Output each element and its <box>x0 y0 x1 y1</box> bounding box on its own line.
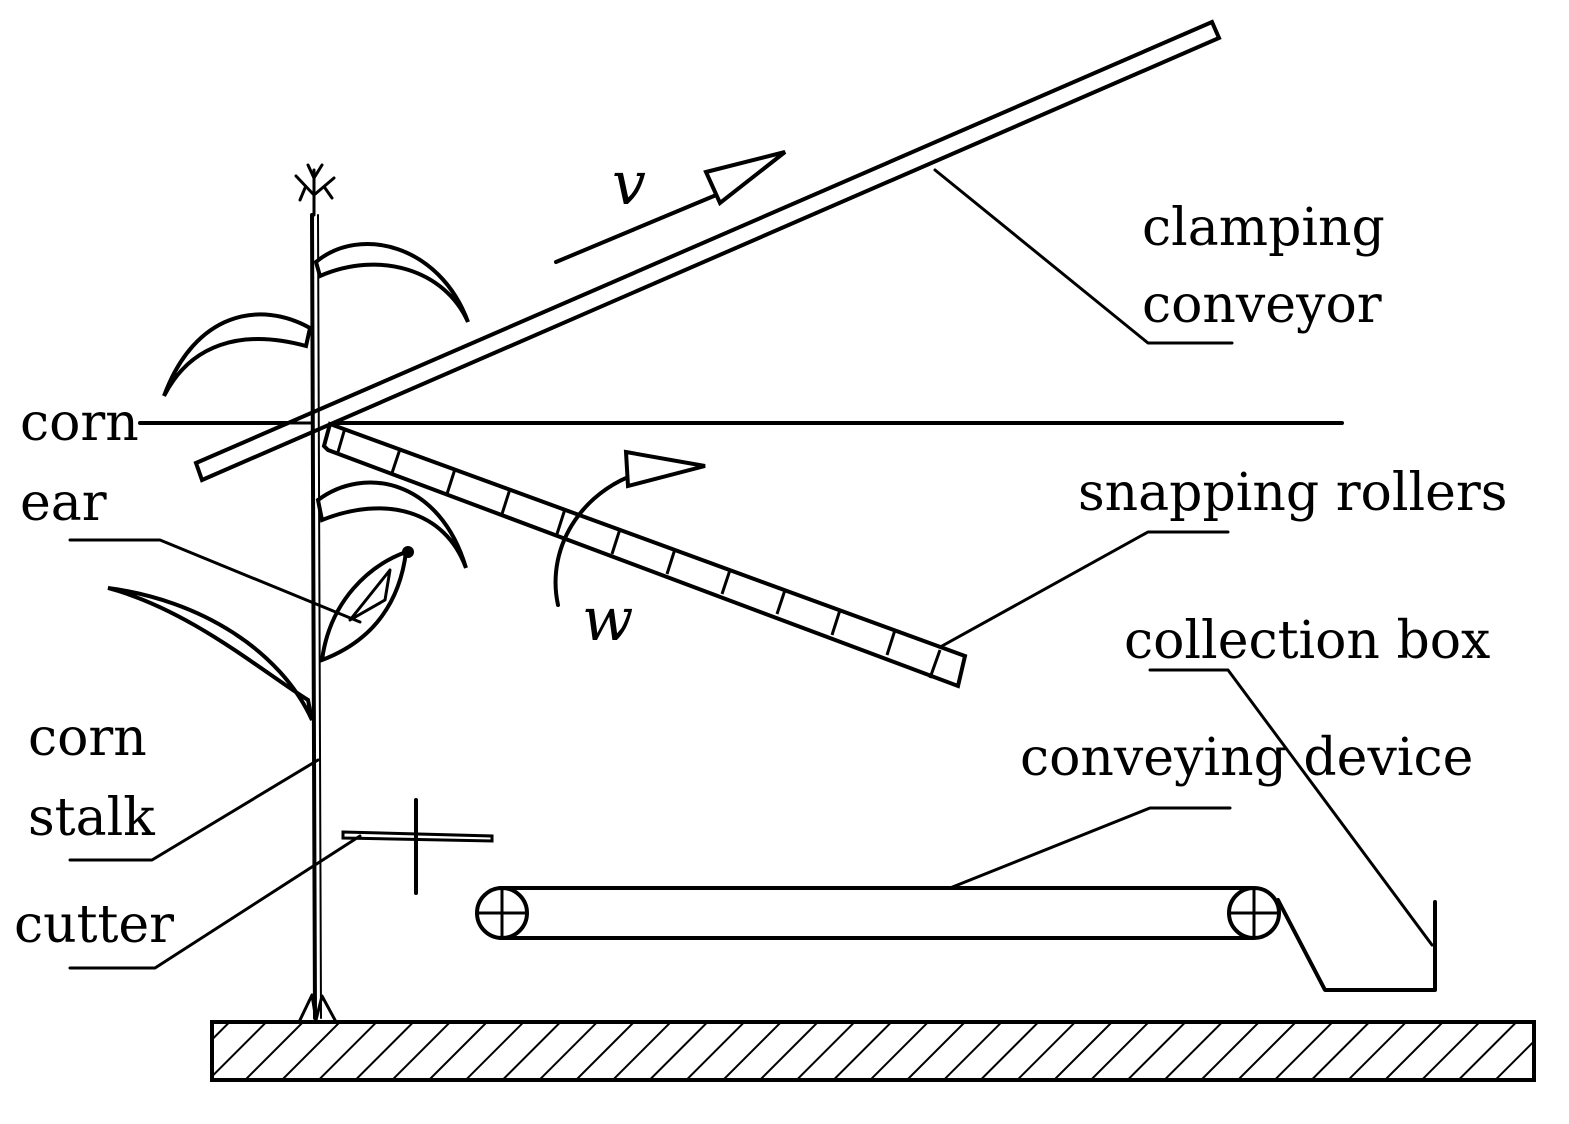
label-corn-stalk-2: stalk <box>28 788 155 848</box>
label-corn-stalk-1: corn <box>28 708 147 768</box>
corn-ear <box>319 546 414 664</box>
pulley-right <box>1227 886 1281 940</box>
leader-lines <box>68 168 1434 970</box>
cutter <box>341 798 494 895</box>
conveying-device <box>475 886 1281 940</box>
angular-symbol: w <box>582 585 633 655</box>
label-ear: ear <box>20 473 107 533</box>
velocity-arrow <box>554 150 787 264</box>
clamping-conveyor <box>193 19 1222 483</box>
collection-box <box>1276 898 1437 992</box>
label-collection-box: collection box <box>1124 611 1490 671</box>
label-corn-top: corn <box>20 393 139 453</box>
velocity-symbol: v <box>612 149 646 219</box>
label-snapping-rollers: snapping rollers <box>1078 463 1507 523</box>
label-conveying-device: conveying device <box>1020 728 1473 788</box>
pulley-left <box>475 886 529 940</box>
tassel <box>294 163 336 217</box>
snapping-rollers <box>321 421 968 689</box>
corn-plant <box>107 163 494 1022</box>
ground <box>210 1020 1536 1082</box>
label-cutter: cutter <box>14 895 174 955</box>
label-conveyor: conveyor <box>1142 275 1382 335</box>
label-clamping: clamping <box>1142 198 1385 258</box>
rotation-arrow <box>553 449 706 607</box>
